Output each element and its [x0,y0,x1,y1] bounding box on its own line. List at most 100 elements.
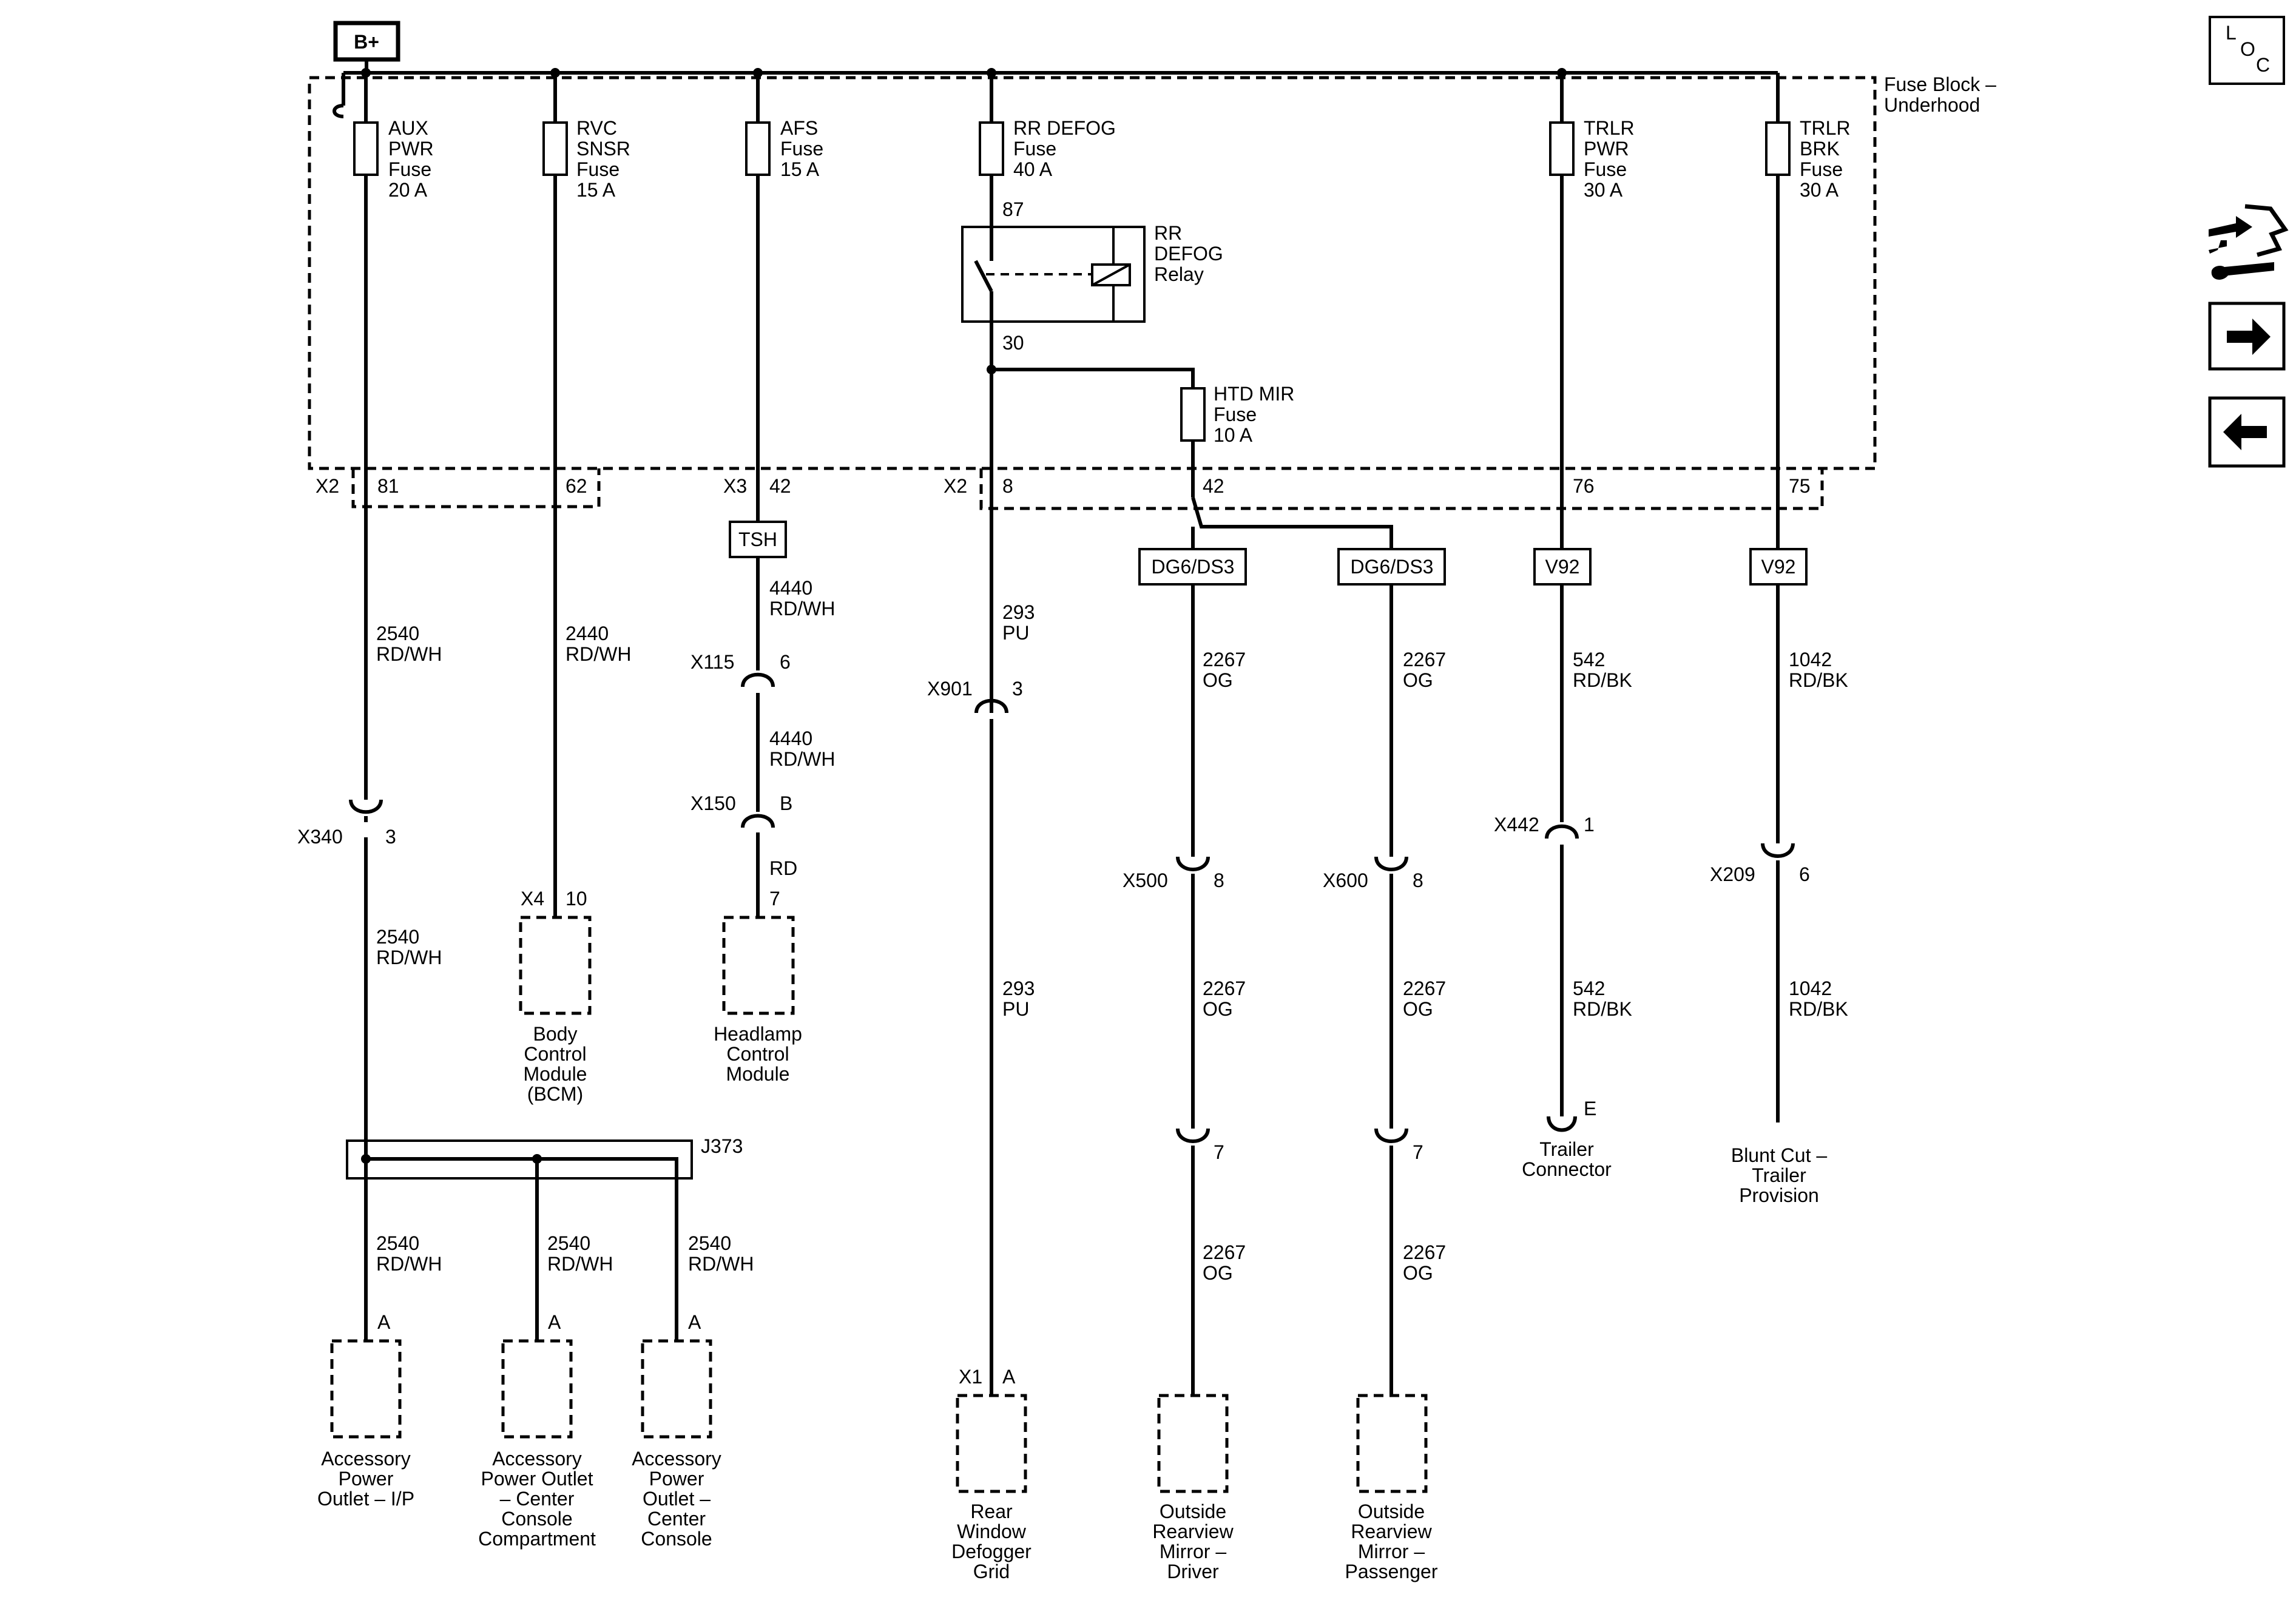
x3-label: X3 [723,475,747,497]
inline-x340-pin: 3 [385,826,396,848]
svg-text:O: O [2240,38,2255,60]
x2-left-connector-outline [351,468,601,508]
loc-icon[interactable]: L O C [2209,16,2285,85]
pin-81: 81 [377,475,399,497]
inline-driver-pin7: 7 [1214,1141,1224,1163]
fuse-trlr-brk [1765,121,1791,176]
apo-c-pin: A [688,1311,701,1333]
svg-text:C: C [2256,54,2270,76]
inline-x340: X340 [297,826,343,848]
x2-right-connector-outline [979,468,1824,510]
fuse-block-outline [308,76,1877,470]
inline-x600-pin: 8 [1413,869,1423,891]
option-v92-brk-label: V92 [1761,556,1796,578]
mirror-driver-box [1157,1394,1229,1493]
inline-x150: X150 [690,792,736,814]
option-v92-trlr [1533,548,1592,586]
inline-x209: X209 [1710,863,1755,885]
inline-x500: X500 [1123,869,1168,891]
pin-42-afs: 42 [769,475,791,497]
inline-x600: X600 [1323,869,1368,891]
inline-x209-pin: 6 [1799,863,1810,885]
pin-76: 76 [1573,475,1595,497]
mirror-passenger-box [1356,1394,1428,1493]
next-page-icon[interactable] [2208,302,2286,371]
option-tsh-label: TSH [738,528,777,550]
hcm-pin: 7 [769,888,780,910]
fuse-block-label: Fuse Block –Underhood [1884,73,1996,116]
option-v92-brk [1749,548,1808,586]
fuse-rr-defog [979,121,1004,176]
option-dg6-driver-label: DG6/DS3 [1152,556,1235,578]
inline-x115: X115 [690,651,734,673]
option-dg6-passenger-label: DG6/DS3 [1351,556,1434,578]
hcm-box [722,916,795,1015]
splice-j373-label: J373 [701,1135,743,1157]
apo-ip-box [330,1339,402,1439]
battery-label: B+ [354,31,379,53]
option-tsh [729,521,787,558]
fuse-trlr-pwr [1549,121,1575,176]
wire-rd: RD [769,857,797,879]
inline-x115-pin: 6 [780,651,791,673]
apo-ip-pin: A [377,1311,391,1333]
bcm-connector: X4 [521,888,544,910]
inline-passenger-pin7: 7 [1413,1141,1423,1163]
pin-62: 62 [566,475,587,497]
bcm-pin: 10 [566,888,587,910]
relay-pin-87: 87 [1002,198,1024,220]
x2-left-label: X2 [316,475,339,497]
pin-75: 75 [1789,475,1811,497]
defog-pin: A [1002,1366,1016,1388]
inline-x442-pin: 1 [1584,814,1595,836]
pin-8: 8 [1002,475,1013,497]
apo-cc-pin: A [548,1311,561,1333]
inline-x901-pin: 3 [1012,678,1023,700]
diagnostic-icon[interactable] [2209,204,2289,280]
apo-cc-box [501,1339,573,1439]
fuse-aux-pwr [353,121,379,176]
fuse-rvc-snsr [542,121,568,176]
defog-connector: X1 [959,1366,982,1388]
previous-page-icon[interactable] [2208,396,2286,468]
inline-x442: X442 [1494,814,1539,836]
inline-x500-pin: 8 [1214,869,1224,891]
fuse-afs [745,121,771,176]
x2-right-label: X2 [944,475,967,497]
inline-x901: X901 [927,678,973,700]
